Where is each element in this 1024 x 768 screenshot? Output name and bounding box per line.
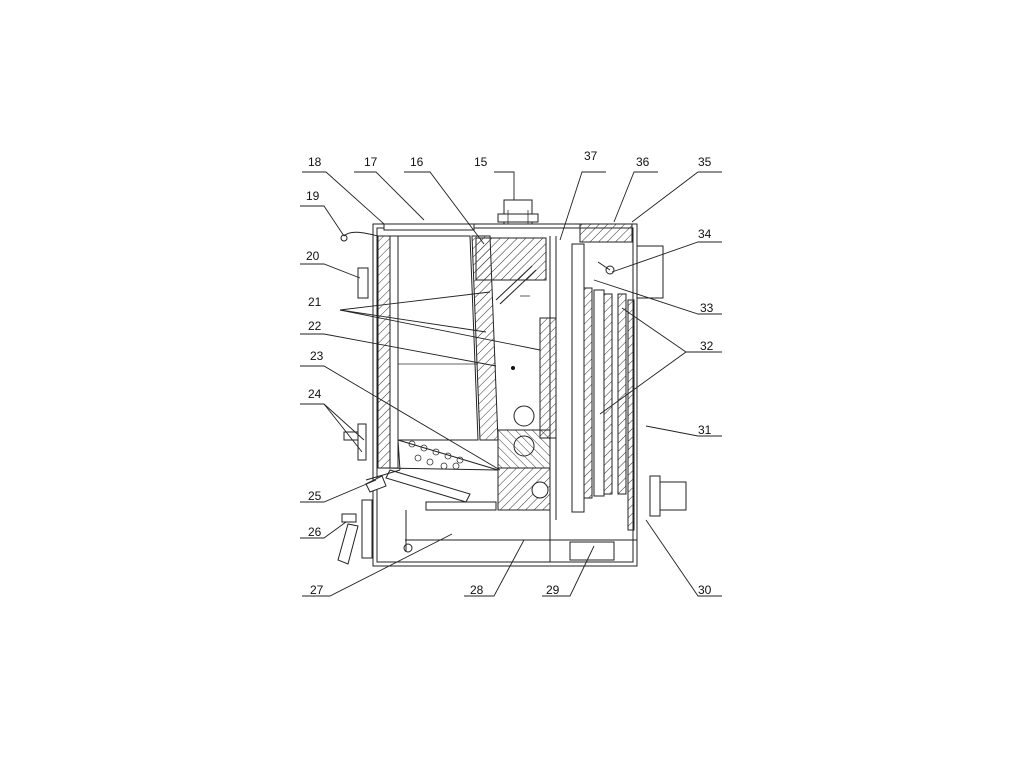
- cleaning-access-panel: [569, 541, 615, 561]
- grate: [385, 469, 471, 503]
- combustion-chamber-lining: [539, 317, 557, 439]
- callout-36: 36: [636, 155, 650, 169]
- callout-16: 16: [410, 155, 424, 169]
- lower-lever: [337, 523, 359, 565]
- callout-24: 24: [308, 387, 322, 401]
- callout-32: 32: [700, 339, 714, 353]
- top-insulation-right: [579, 223, 633, 243]
- sensor-fitting: [605, 265, 615, 275]
- callout-19: 19: [306, 189, 320, 203]
- callout-28: 28: [470, 583, 484, 597]
- rear-wall-insulation: [627, 299, 635, 531]
- left-wall-insulation: [377, 235, 391, 469]
- upper-door: [357, 423, 367, 461]
- callout-31: 31: [698, 423, 712, 437]
- callout-30: 30: [698, 583, 712, 597]
- leader-lines: [300, 171, 722, 597]
- callout-15: 15: [474, 155, 488, 169]
- callout-17: 17: [364, 155, 378, 169]
- callout-23: 23: [310, 349, 324, 363]
- upper-insulation-block: [475, 237, 547, 281]
- refractory-block-upper: [497, 429, 551, 469]
- door-handle-upper: [343, 431, 359, 441]
- boiler-body: [337, 199, 687, 567]
- callout-labels: 15 16 17 18 19 20 21 22 23 24 25 26 27 2…: [306, 149, 714, 597]
- callout-29: 29: [546, 583, 560, 597]
- callout-26: 26: [308, 525, 322, 539]
- callout-21: 21: [308, 295, 322, 309]
- callout-37: 37: [584, 149, 598, 163]
- rear-connection-box: [636, 245, 664, 299]
- callout-18: 18: [308, 155, 322, 169]
- top-door-handle-block: [357, 267, 369, 299]
- callout-27: 27: [310, 583, 324, 597]
- lower-door: [361, 499, 373, 559]
- heat-exchanger-wall-2: [603, 293, 613, 495]
- callout-20: 20: [306, 249, 320, 263]
- heat-exchanger-wall-1: [583, 287, 593, 499]
- cover-handle: [343, 231, 379, 237]
- tube-upper: [513, 405, 535, 427]
- callout-25: 25: [308, 489, 322, 503]
- callout-35: 35: [698, 155, 712, 169]
- callout-22: 22: [308, 319, 322, 333]
- fuel-hopper: [397, 235, 479, 441]
- heat-exchanger-wall-3: [617, 293, 627, 495]
- top-cover-plate: [383, 223, 475, 231]
- callout-34: 34: [698, 227, 712, 241]
- flue-outlet-flange: [497, 199, 539, 225]
- ash-pan: [425, 501, 497, 511]
- callout-33: 33: [700, 301, 714, 315]
- grate-air-holes: [408, 440, 464, 470]
- door-handle-lower: [341, 513, 357, 523]
